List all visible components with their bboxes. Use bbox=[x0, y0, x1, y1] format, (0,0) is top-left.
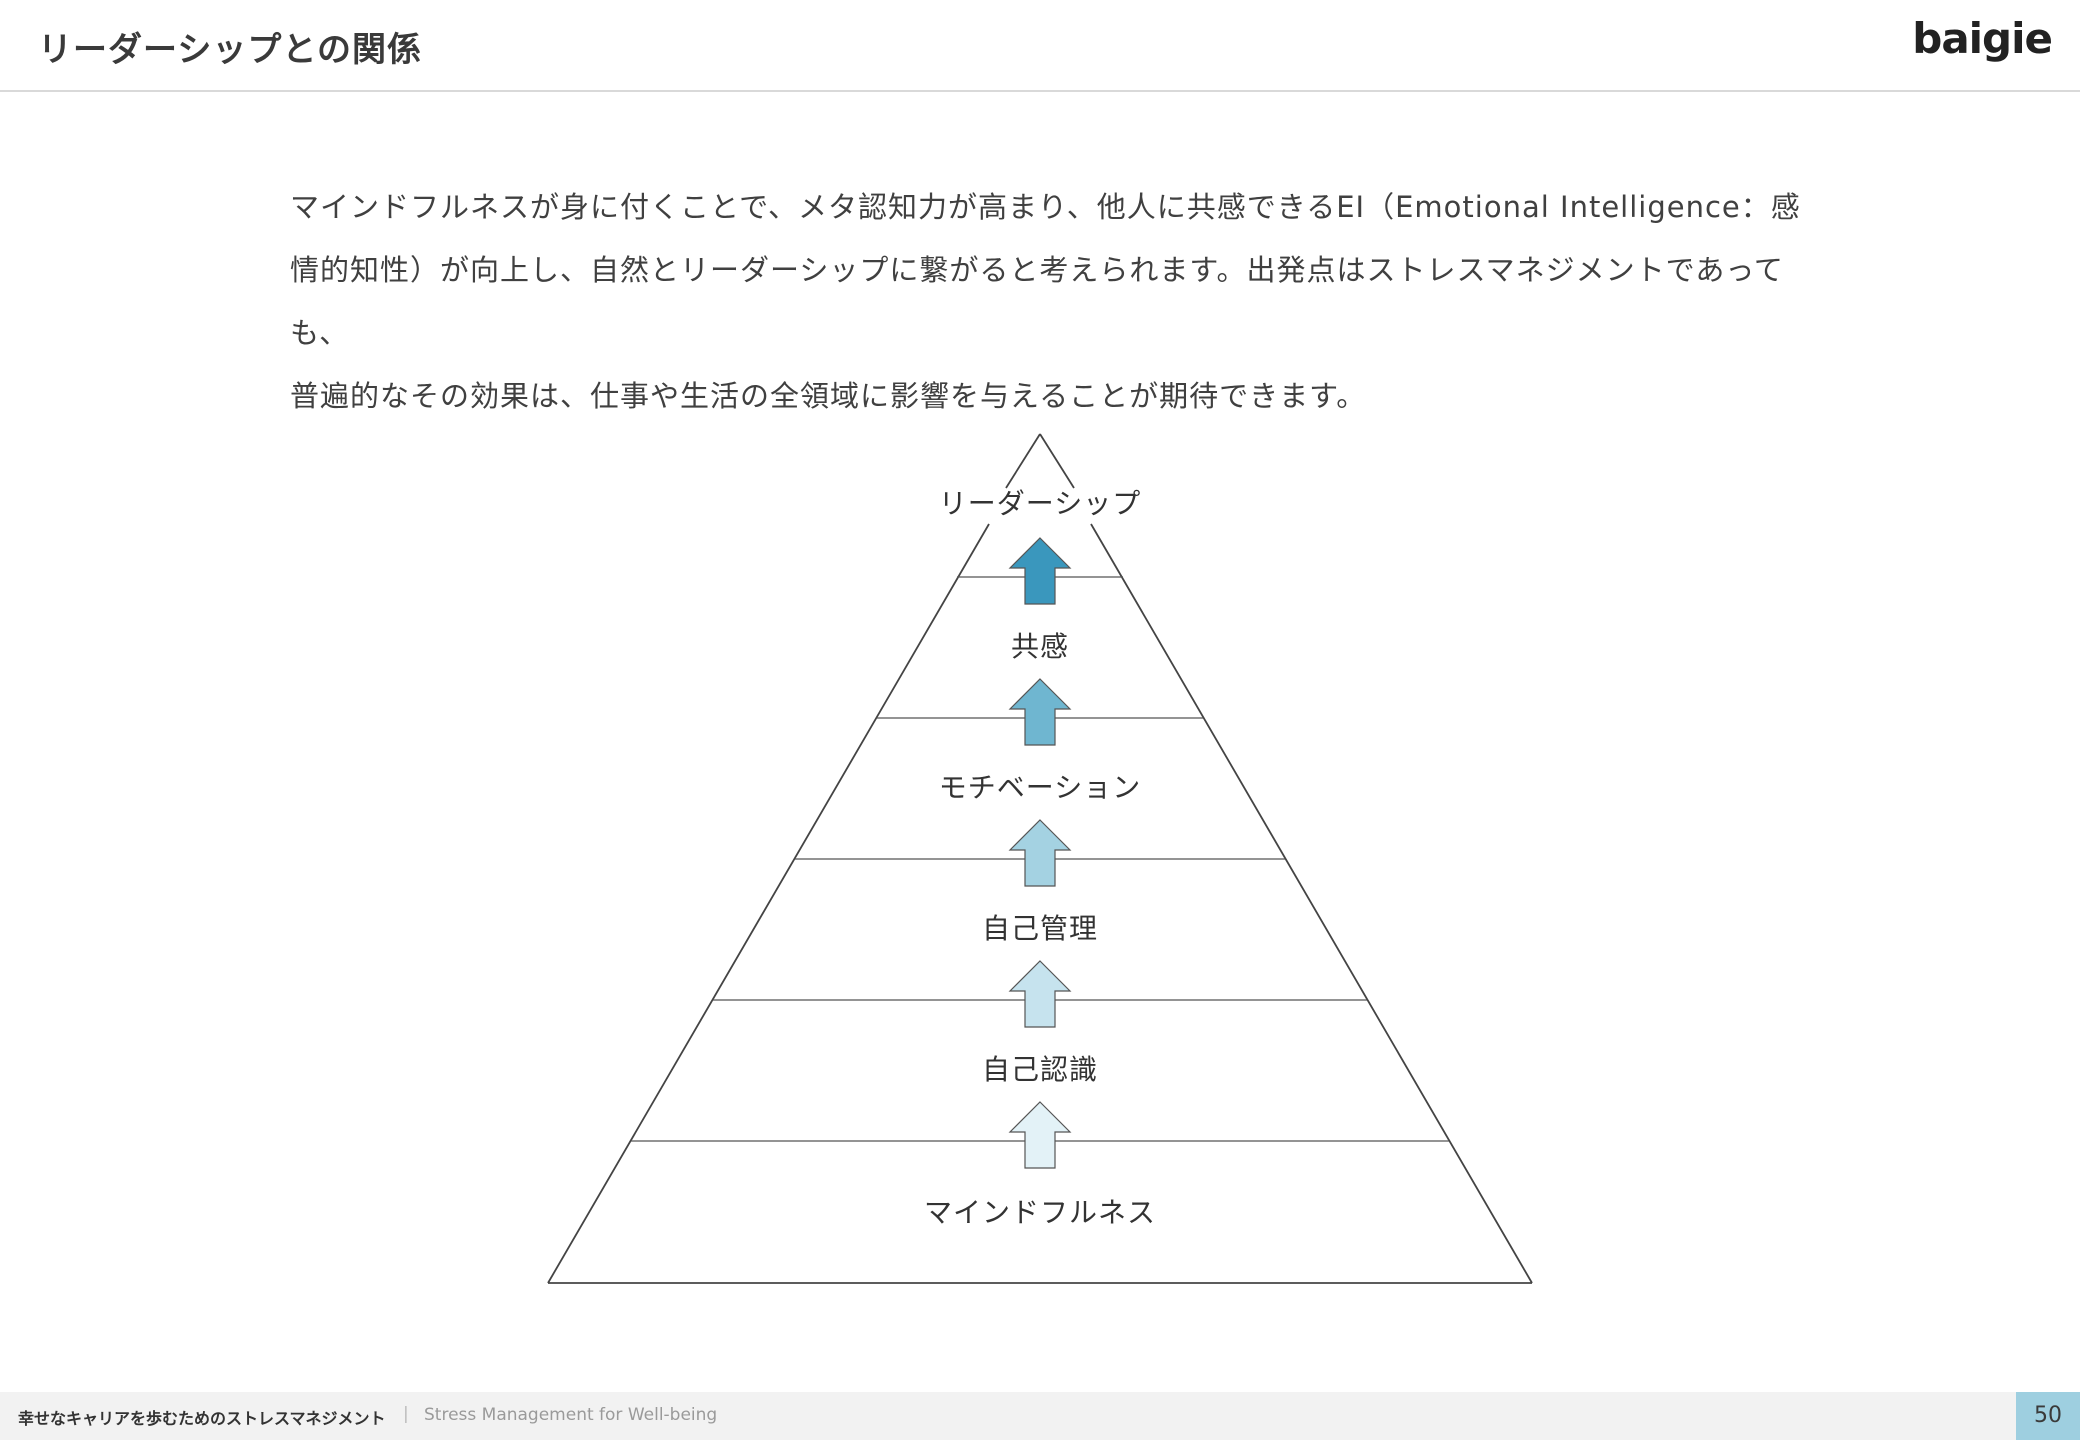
footer-separator: | bbox=[403, 1404, 409, 1424]
header: リーダーシップとの関係 baigie bbox=[0, 0, 2080, 92]
body-line: 普遍的なその効果は、仕事や生活の全領域に影響を与えることが期待できます。 bbox=[290, 379, 1367, 413]
tier-label-mindfulness: マインドフルネス bbox=[924, 1196, 1156, 1229]
pyramid-apex-right-edge bbox=[1039, 433, 1075, 489]
pyramid-left-edge bbox=[547, 523, 990, 1284]
footer-title: 幸せなキャリアを歩むためのストレスマネジメント bbox=[18, 1409, 386, 1428]
tier-label-self-awareness: 自己認識 bbox=[982, 1053, 1098, 1086]
tier-label-empathy: 共感 bbox=[1011, 630, 1069, 663]
footer-subtitle: Stress Management for Well-being bbox=[424, 1405, 718, 1425]
pyramid-outline bbox=[547, 433, 1533, 1284]
pyramid-apex-left-edge bbox=[1005, 433, 1041, 489]
page-number: 50 bbox=[2016, 1392, 2080, 1440]
pyramid-right-edge bbox=[1090, 523, 1533, 1284]
brand-logo: baigie bbox=[1912, 14, 2053, 63]
up-arrow-icon bbox=[1008, 819, 1072, 887]
page-title: リーダーシップとの関係 bbox=[38, 30, 422, 70]
tier-label-self-management: 自己管理 bbox=[982, 912, 1098, 945]
tier-label-motivation: モチベーション bbox=[939, 771, 1141, 804]
body-paragraph: マインドフルネスが身に付くことで、メタ認知力が高まり、他人に共感できるEI（Em… bbox=[290, 176, 1810, 428]
up-arrow-icon bbox=[1008, 1101, 1072, 1169]
footer: 幸せなキャリアを歩むためのストレスマネジメント | Stress Managem… bbox=[0, 1392, 2080, 1440]
up-arrow-icon bbox=[1008, 960, 1072, 1028]
tier-label-leadership: リーダーシップ bbox=[939, 487, 1141, 520]
tier-labels: リーダーシップ 共感 モチベーション 自己管理 自己認識 マインドフルネス bbox=[924, 487, 1156, 1229]
tier-arrows bbox=[1008, 537, 1072, 1169]
up-arrow-icon bbox=[1008, 537, 1072, 605]
body-line: マインドフルネスが身に付くことで、メタ認知力が高まり、他人に共感できるEI（Em… bbox=[290, 190, 1801, 224]
body-line: 情的知性）が向上し、自然とリーダーシップに繋がると考えられます。出発点はストレス… bbox=[290, 253, 1784, 350]
up-arrow-icon bbox=[1008, 678, 1072, 746]
